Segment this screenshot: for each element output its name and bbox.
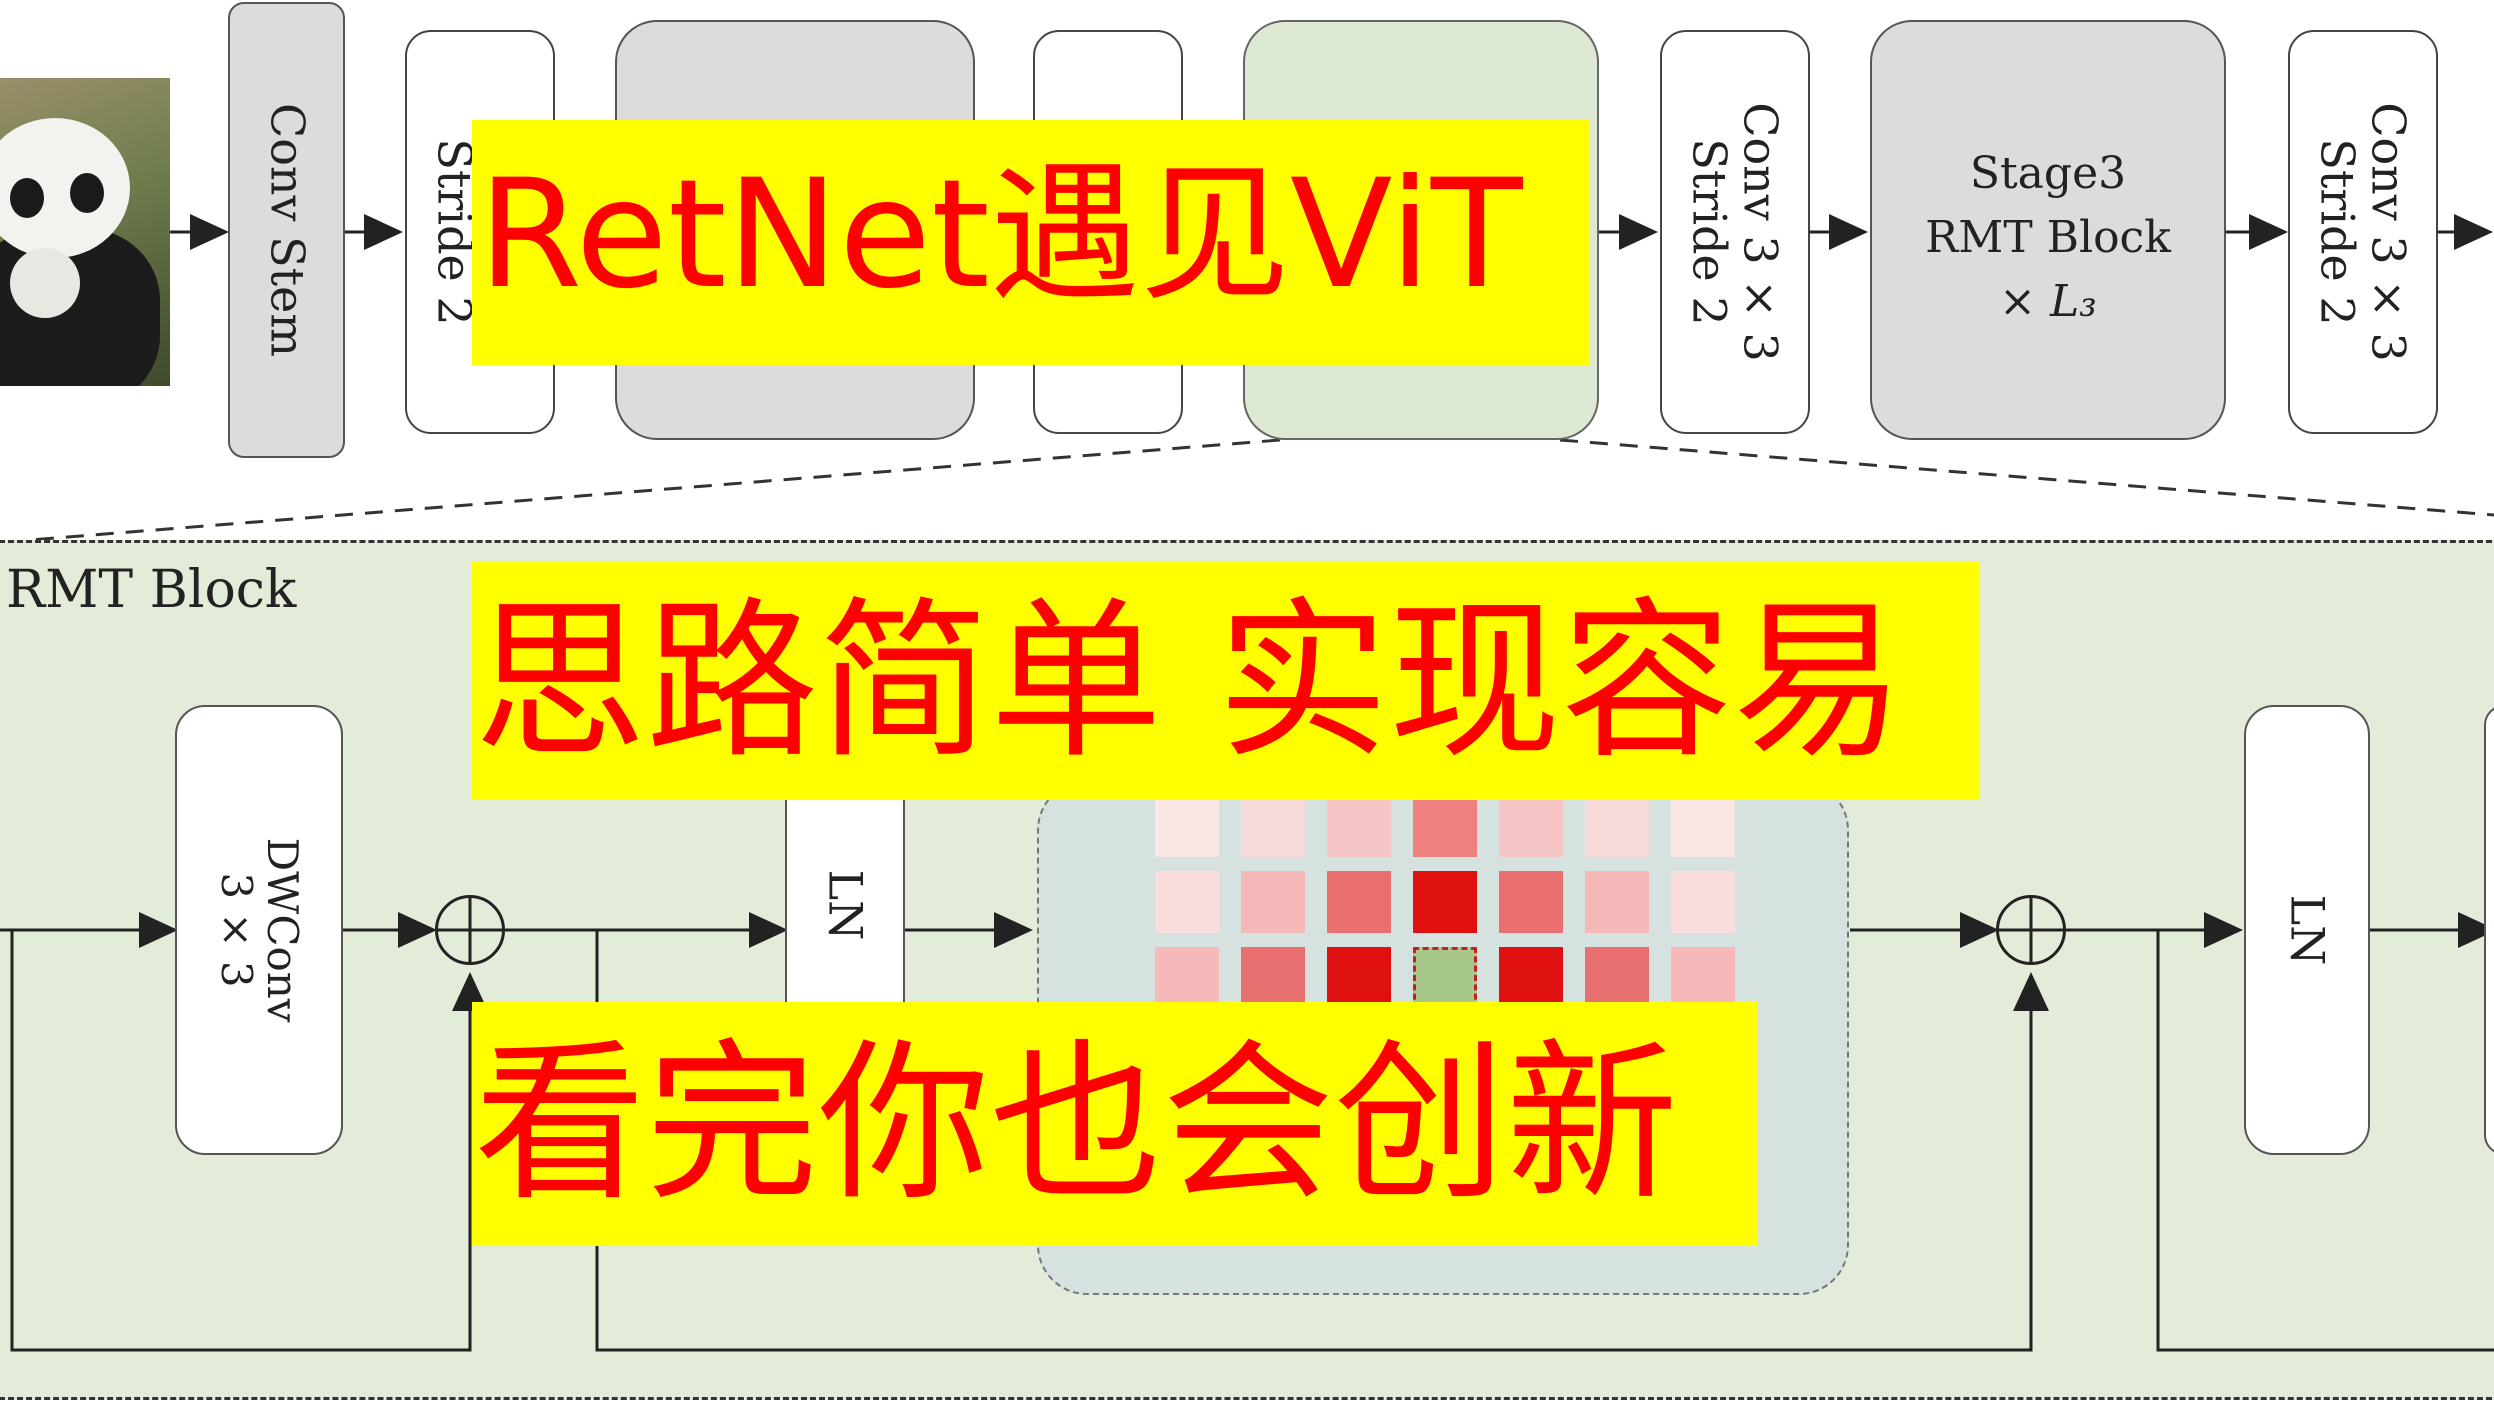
attention-cell	[1671, 871, 1735, 933]
attention-cell	[1327, 871, 1391, 933]
attention-cell	[1585, 795, 1649, 857]
dwconv-line2: 3 × 3	[212, 872, 261, 988]
attention-cell	[1155, 947, 1219, 1009]
dwconv-label: DWConv 3 × 3	[212, 837, 308, 1023]
ln-1-label: LN	[818, 869, 873, 941]
attention-cell	[1241, 871, 1305, 933]
attention-center-cell	[1413, 947, 1477, 1009]
stage3-repeat: × L₃	[1999, 275, 2097, 327]
downsample-block-4: Conv 3 × 3 Stride 2	[2288, 30, 2438, 434]
attention-cell	[1155, 871, 1219, 933]
residual-add-2	[1996, 895, 2066, 965]
title-banner-text: RetNet遇见ViT	[478, 148, 1523, 322]
tagline-banner: 看完你也会创新	[472, 1002, 1758, 1246]
attention-cell	[1155, 795, 1219, 857]
attention-cell	[1413, 871, 1477, 933]
attention-cell	[1585, 871, 1649, 933]
stage3-block: Stage3 RMT Block × L₃	[1870, 20, 2226, 440]
attention-cell	[1585, 947, 1649, 1009]
title-banner: RetNet遇见ViT	[472, 120, 1590, 365]
subtitle-banner-text: 思路简单 实现容易	[474, 581, 1905, 782]
rmt-block-label: RMT Block	[6, 560, 297, 620]
attention-cell	[1499, 871, 1563, 933]
attention-cell	[1327, 795, 1391, 857]
attention-cell	[1241, 795, 1305, 857]
attention-cell	[1671, 947, 1735, 1009]
subtitle-banner: 思路简单 实现容易	[472, 562, 1980, 800]
attention-cell	[1327, 947, 1391, 1009]
conv-stem-block: Conv Stem	[228, 2, 345, 458]
ln-block-1: LN	[785, 780, 905, 1030]
attention-cell	[1241, 947, 1305, 1009]
dwconv-block: DWConv 3 × 3	[175, 705, 343, 1155]
panda-image	[0, 78, 170, 386]
attention-cell	[1499, 947, 1563, 1009]
stage3-title: Stage3	[1969, 148, 2127, 199]
next-block-edge	[2484, 705, 2494, 1155]
attention-cell	[1671, 795, 1735, 857]
ln-block-2: LN	[2244, 705, 2370, 1155]
stage3-label: Stage3 RMT Block × L₃	[1872, 142, 2224, 333]
dwconv-line1: DWConv	[258, 837, 308, 1023]
stage3-subtitle: RMT Block	[1925, 211, 2171, 263]
downsample-block-3: Conv 3 × 3 Stride 2	[1660, 30, 1810, 434]
attention-cell	[1499, 795, 1563, 857]
ln-2-label: LN	[2280, 894, 2335, 966]
attention-cell	[1413, 795, 1477, 857]
tagline-banner-text: 看完你也会创新	[474, 1023, 1678, 1224]
residual-add-1	[435, 895, 505, 965]
